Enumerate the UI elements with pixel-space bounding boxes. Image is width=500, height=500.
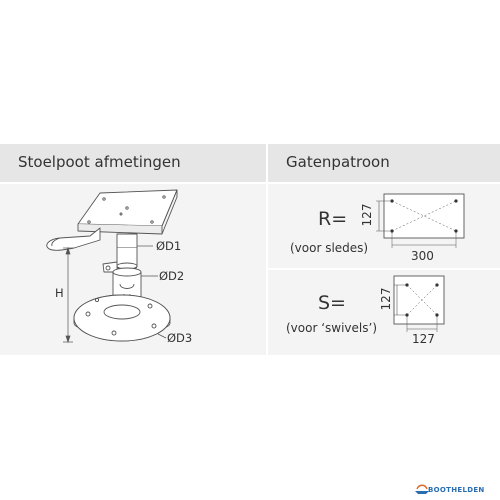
header-hole-pattern: Gatenpatroon (268, 144, 500, 182)
label-h: H (55, 286, 64, 300)
header-chair-dimensions: Stoelpoot afmetingen (0, 144, 266, 182)
watermark-text: BOOTHELDEN (428, 486, 485, 494)
label-d2: ØD2 (159, 269, 185, 283)
header-hole-pattern-label: Gatenpatroon (286, 153, 390, 171)
pattern-divider (268, 268, 500, 270)
label-d1: ØD1 (156, 239, 182, 253)
pattern-r-label: R= (318, 208, 348, 230)
pattern-s-note: (voor ‘swivels’) (286, 321, 377, 335)
header-chair-dimensions-label: Stoelpoot afmetingen (18, 153, 181, 171)
pattern-r-dim-horizontal: 300 (411, 249, 434, 263)
label-d3: ØD3 (167, 331, 193, 345)
pattern-r-note: (voor sledes) (290, 241, 369, 255)
pattern-s-label: S= (318, 292, 346, 314)
pattern-s-dim-horizontal: 127 (412, 332, 435, 346)
